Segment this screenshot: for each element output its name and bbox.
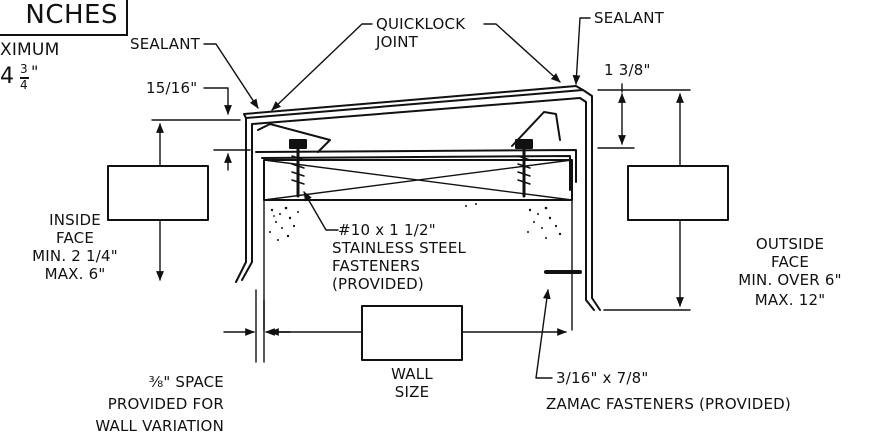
outside-face-box	[627, 165, 729, 221]
dim-1516-arrow-top	[203, 87, 232, 115]
label-space-1: ⅜" SPACE	[148, 373, 224, 391]
max-unit: "	[31, 62, 39, 81]
insulation-speckle-right	[465, 203, 562, 239]
wood-nailer	[263, 159, 573, 201]
max-denominator: 4	[20, 78, 28, 92]
label-fastener-1: #10 x 1 1/2"	[338, 221, 436, 239]
label-outside-face-3: MIN. OVER 6"	[738, 271, 842, 289]
insulation-speckle-left	[269, 206, 299, 241]
max-numerator: 3	[20, 62, 28, 76]
label-zamac-1: 3/16" x 7/8"	[556, 369, 649, 387]
label-fastener-2: STAINLESS STEEL	[332, 239, 467, 257]
coping-cap-inner	[241, 97, 595, 311]
label-quicklock-line2: JOINT	[376, 33, 419, 51]
wall-size-box	[361, 305, 463, 361]
label-inside-face-4: MAX. 6"	[44, 265, 106, 283]
label-inside-face-2: FACE	[56, 229, 94, 247]
leader-sealant-left	[203, 43, 259, 109]
leader-zamac	[535, 289, 553, 379]
label-sealant-right: SEALANT	[594, 9, 665, 27]
label-zamac-2: ZAMAC FASTENERS (PROVIDED)	[546, 395, 791, 413]
max-whole: 4	[0, 64, 14, 89]
label-wall-size-2: SIZE	[394, 383, 430, 401]
label-outside-face-2: FACE	[771, 253, 809, 271]
label-wall-size-1: WALL	[391, 365, 433, 383]
coping-cap-edge	[243, 85, 584, 119]
cleat-clip-left	[257, 123, 331, 153]
label-dim-1-3-8: 1 3/8"	[604, 61, 651, 79]
label-inside-face-1: INSIDE	[49, 211, 101, 229]
leader-quicklock-right	[483, 23, 561, 83]
cleat-plate	[255, 149, 577, 183]
label-dim-15-16: 15/16"	[146, 79, 198, 97]
fastener-screw-left	[289, 139, 307, 198]
fastener-screw-right	[515, 139, 533, 198]
cleat-clip-right	[511, 111, 561, 147]
label-fastener-3: FASTENERS	[332, 257, 421, 275]
label-space-3: WALL VARIATION	[95, 417, 224, 435]
leader-quicklock-left	[271, 23, 373, 111]
label-outside-face-1: OUTSIDE	[755, 235, 825, 253]
label-inside-face-3: MIN. 2 1/4"	[32, 247, 118, 265]
unit-badge-text: NCHES	[25, 0, 118, 30]
inside-face-box	[107, 165, 209, 221]
cleat-plate-inner	[261, 155, 571, 191]
max-fraction-bar	[20, 77, 29, 79]
label-outside-face-4: MAX. 12"	[754, 291, 826, 309]
max-label: XIMUM	[0, 40, 60, 60]
label-space-2: PROVIDED FOR	[107, 395, 224, 413]
leader-fastener-primary	[303, 191, 339, 231]
label-sealant-left: SEALANT	[130, 35, 201, 53]
unit-badge: NCHES	[0, 0, 128, 36]
label-quicklock-line1: QUICKLOCK	[376, 15, 466, 33]
nailer-x-line-2	[263, 159, 573, 201]
label-fastener-4: (PROVIDED)	[332, 275, 424, 293]
leader-sealant-right	[572, 17, 591, 85]
